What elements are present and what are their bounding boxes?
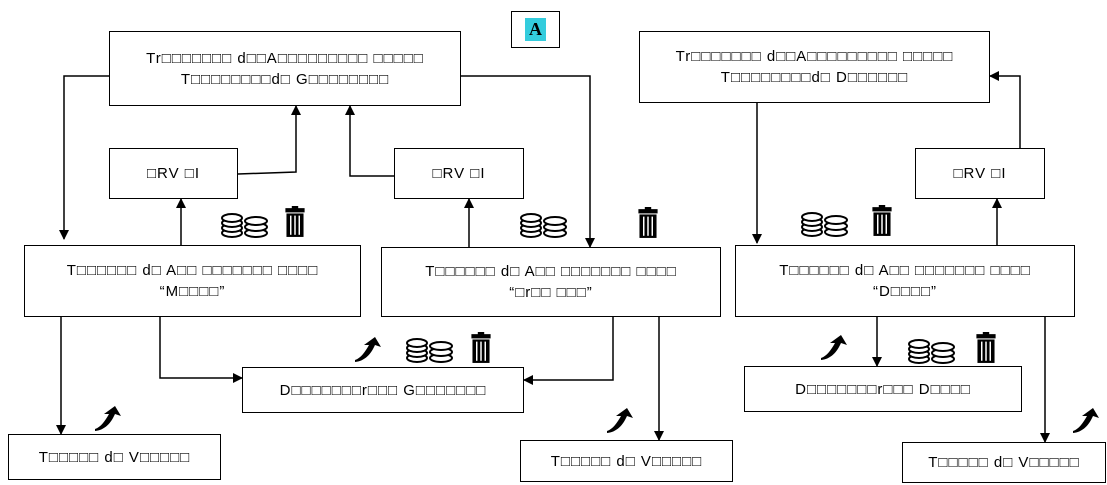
curved-arrow-icon [355, 337, 381, 362]
box-line: T□□□□□ d□ V□□□□□ [38, 448, 191, 466]
trash-bin-icon [975, 332, 997, 364]
coins-icon [406, 338, 453, 363]
section-marker-label: A [525, 18, 546, 41]
box-line: □RV □I [432, 165, 486, 182]
box-line: T□□□□□□ d□ A□□ □□□□□□□ □□□□ [425, 263, 677, 280]
box-line: “□r□□ □□□” [509, 284, 593, 301]
bottom-box-center: T□□□□□ d□ V□□□□□ [520, 440, 733, 482]
rv-box-right: □RV □I [915, 148, 1045, 199]
box-line: D□□□□□□□r□□□ D□□□□ [795, 380, 971, 398]
box-line: T□□□□□ d□ V□□□□□ [928, 454, 1080, 471]
box-line: □RV □I [146, 165, 201, 182]
trash-bin-icon [470, 332, 492, 364]
trash-bin-icon [637, 207, 659, 239]
section-marker: A [511, 11, 560, 48]
box-line: T□□□□□ d□ V□□□□□ [550, 452, 703, 470]
trash-bin-icon [284, 206, 306, 238]
coins-icon [908, 339, 955, 364]
coins-icon [801, 212, 848, 237]
box-line: □RV □I [953, 165, 1007, 182]
disposal-box-right: D□□□□□□□r□□□ D□□□□ [744, 366, 1022, 412]
coins-icon [221, 213, 268, 238]
top-right-process-box: Tr□□□□□□□ d□□A□□□□□□□□□ □□□□□ T□□□□□□□□d… [639, 31, 990, 103]
box-line: T□□□□□□□□d□ G□□□□□□□□ [180, 70, 390, 88]
mid-left-process-box: T□□□□□□ d□ A□□ □□□□□□□ □□□□ “M□□□□” [24, 245, 361, 317]
trash-bin-icon [871, 205, 893, 237]
curved-arrow-icon [95, 406, 121, 431]
box-line: D□□□□□□□r□□□ G□□□□□□□ [279, 381, 487, 399]
curved-arrow-icon [821, 335, 847, 360]
box-line: T□□□□□□□□d□ D□□□□□□ [720, 69, 909, 86]
mid-center-process-box: T□□□□□□ d□ A□□ □□□□□□□ □□□□ “□r□□ □□□” [381, 247, 721, 317]
disposal-box-left: D□□□□□□□r□□□ G□□□□□□□ [242, 367, 524, 413]
box-line: Tr□□□□□□□ d□□A□□□□□□□□□ □□□□□ [675, 48, 954, 65]
curved-arrow-icon [607, 408, 633, 433]
bottom-box-right: T□□□□□ d□ V□□□□□ [902, 442, 1106, 483]
box-line: “M□□□□” [159, 283, 226, 300]
mid-right-process-box: T□□□□□□ d□ A□□ □□□□□□□ □□□□ “D□□□□” [735, 245, 1075, 317]
box-line: Tr□□□□□□□ d□□A□□□□□□□□□ □□□□□ [146, 49, 424, 67]
rv-box-left: □RV □I [109, 148, 238, 199]
box-line: “D□□□□” [872, 283, 938, 300]
top-left-process-box: Tr□□□□□□□ d□□A□□□□□□□□□ □□□□□ T□□□□□□□□d… [109, 31, 461, 106]
box-line: T□□□□□□ d□ A□□ □□□□□□□ □□□□ [779, 262, 1031, 279]
bottom-box-left: T□□□□□ d□ V□□□□□ [8, 434, 221, 480]
rv-box-center: □RV □I [394, 148, 524, 199]
box-line: T□□□□□□ d□ A□□ □□□□□□□ □□□□ [66, 262, 319, 279]
coins-icon [520, 213, 567, 238]
curved-arrow-icon [1073, 408, 1099, 433]
